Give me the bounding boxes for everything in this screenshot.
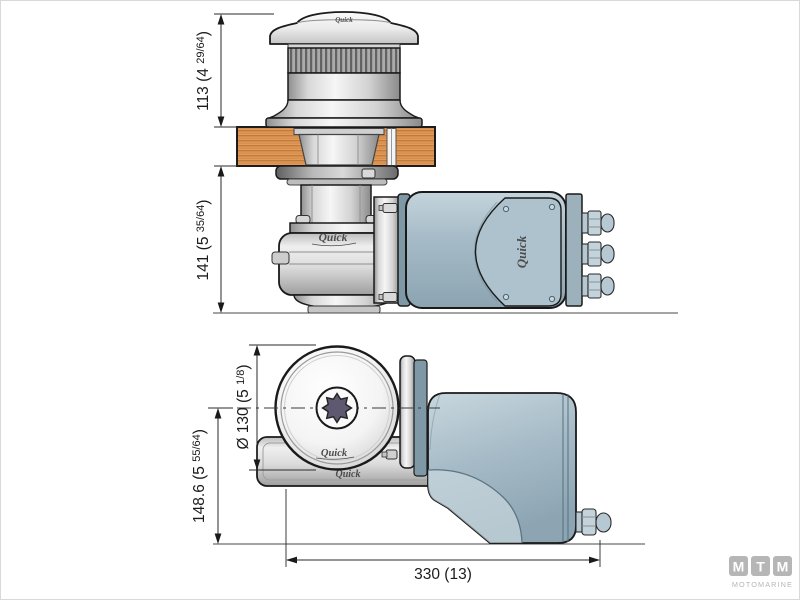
quick-logo-gearbox-front: Quick bbox=[336, 469, 361, 480]
drum-front: Quick bbox=[237, 345, 444, 471]
flange-bolt-top bbox=[378, 203, 398, 213]
front-view: Quick Quick bbox=[191, 344, 645, 583]
quick-logo-motor: Quick bbox=[514, 235, 529, 268]
motor-front bbox=[381, 355, 612, 544]
panel-screw-icon bbox=[548, 295, 556, 303]
mtm-letter-t: T bbox=[756, 559, 765, 575]
quick-logo-drum: Quick bbox=[321, 448, 348, 459]
panel-screw-icon bbox=[502, 293, 510, 301]
mtm-letter-m1: M bbox=[733, 559, 745, 575]
panel-screw-icon bbox=[502, 205, 510, 213]
motor-access-panel bbox=[474, 197, 562, 307]
dim-label-148: 148.6 (5 55/64) bbox=[191, 429, 208, 523]
motor-mount-flange bbox=[373, 196, 401, 304]
quick-logo-cap: Quick bbox=[335, 16, 353, 24]
cable-gland bbox=[581, 241, 615, 267]
dim-label-330: 330 (13) bbox=[414, 566, 472, 583]
cable-gland bbox=[581, 210, 615, 236]
dim-label-141: 141 (5 35/64) bbox=[195, 200, 212, 281]
panel-screw-icon bbox=[548, 203, 556, 211]
dim-label-diameter: Ø 130 (5 1/8) bbox=[235, 364, 252, 449]
dim-diameter-130: Ø 130 (5 1/8) bbox=[235, 344, 316, 471]
dim-148-axis-height: 148.6 (5 55/64) bbox=[191, 407, 233, 544]
mtm-subtitle: MOTOMARINE bbox=[732, 580, 793, 589]
cable-gland bbox=[581, 273, 615, 299]
mtm-watermark: M T M MOTOMARINE bbox=[729, 556, 793, 589]
dim-330-overall-length: 330 (13) bbox=[285, 489, 601, 583]
motor-side: Quick bbox=[373, 191, 615, 309]
mtm-letter-m2: M bbox=[777, 559, 789, 575]
flange-bolt-bottom bbox=[378, 292, 398, 302]
drive-column bbox=[300, 184, 372, 226]
quick-logo-gearbox: Quick bbox=[319, 232, 348, 244]
motor-flange-front bbox=[399, 355, 416, 469]
dim-113-above-deck: 113 (4 29/64) bbox=[195, 13, 274, 128]
dim-label-113: 113 (4 29/64) bbox=[195, 31, 212, 111]
dim-141-below-deck: 141 (5 35/64) bbox=[195, 165, 237, 313]
mtm-box bbox=[773, 556, 792, 576]
capstan-drum: Quick bbox=[265, 11, 423, 128]
knurled-band bbox=[287, 47, 401, 74]
side-view: Quick Quick bbox=[195, 11, 678, 314]
flange-bolt bbox=[361, 168, 376, 179]
mtm-box bbox=[751, 556, 770, 576]
deck-flange bbox=[275, 165, 399, 180]
flange-bolt-front bbox=[385, 449, 398, 460]
drive-star-icon bbox=[321, 392, 353, 424]
mtm-box bbox=[729, 556, 748, 576]
base-plate bbox=[265, 117, 423, 128]
cable-gland-front bbox=[575, 508, 612, 536]
